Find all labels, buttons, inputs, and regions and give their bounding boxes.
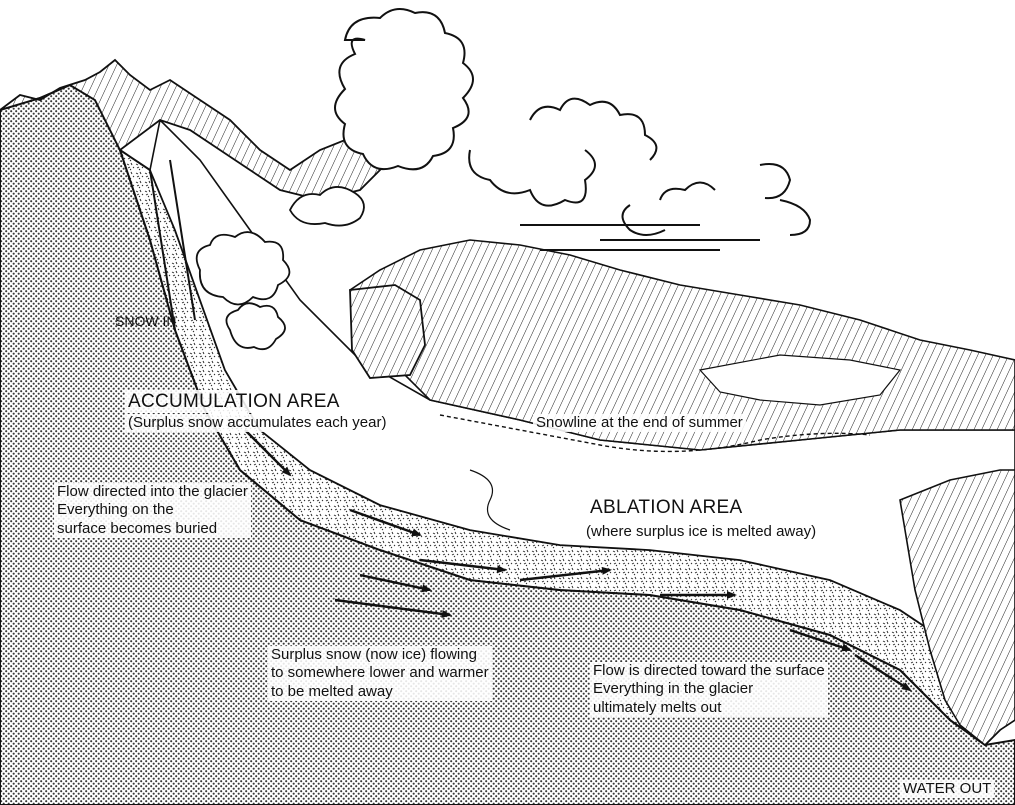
accumulation-area-title: ACCUMULATION AREA [125, 390, 343, 413]
ablation-area-subtitle: (where surplus ice is melted away) [583, 523, 819, 541]
cloud-cluster [335, 9, 810, 250]
water-out-label: WATER OUT [900, 780, 994, 798]
surplus-ice-flow-label: Surplus snow (now ice) flowing to somewh… [268, 646, 492, 701]
cliff-block [350, 285, 425, 378]
snowline-label: Snowline at the end of summer [533, 414, 746, 432]
flow-toward-surface-label: Flow is directed toward the surface Ever… [590, 662, 828, 717]
accumulation-area-subtitle: (Surplus snow accumulates each year) [125, 414, 389, 432]
flow-into-glacier-label: Flow directed into the glacier Everythin… [54, 483, 251, 538]
snow-in-label: SNOW IN [112, 313, 179, 330]
ablation-area-title: ABLATION AREA [587, 496, 745, 519]
